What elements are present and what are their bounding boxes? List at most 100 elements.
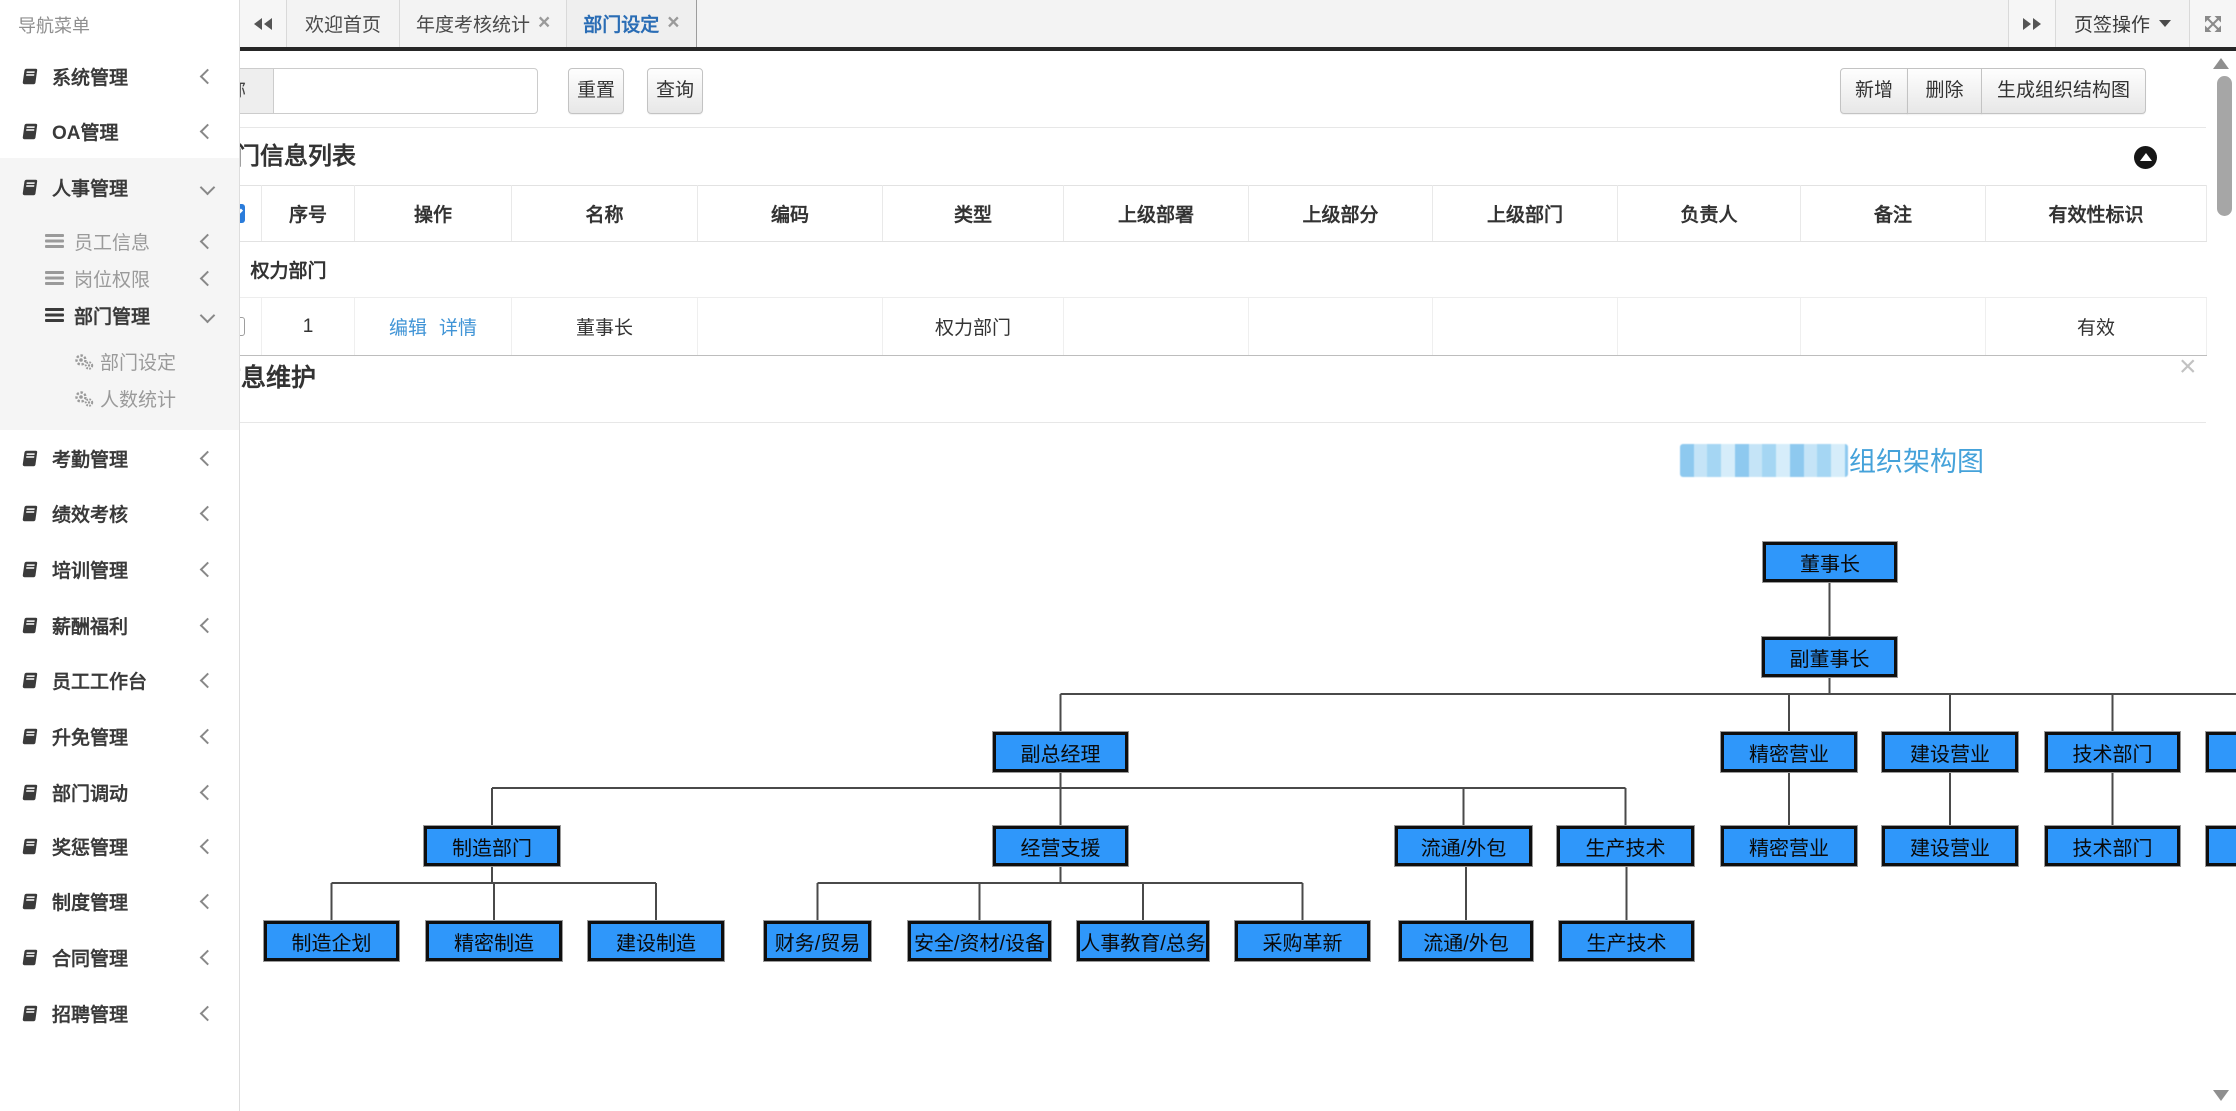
org-node: 精密营业	[1721, 732, 1857, 772]
arrow-up-icon	[2139, 152, 2152, 161]
book-icon	[20, 727, 40, 746]
sidebar-item-label: 升免管理	[52, 727, 129, 749]
tab-label: 欢迎首页	[304, 15, 381, 36]
scrollbar-down-arrow[interactable]	[2213, 1090, 2229, 1101]
tabs-scroll-left-button[interactable]	[240, 0, 287, 47]
org-node: 流通/外包	[1395, 826, 1532, 866]
sidebar-item-label: 系统管理	[52, 67, 129, 89]
tab-operations-dropdown[interactable]: 页签操作	[2054, 0, 2189, 47]
sidebar-item-4[interactable]: 岗位权限	[0, 258, 239, 298]
query-button[interactable]: 查询	[647, 68, 703, 114]
org-node: 精密营业	[1721, 826, 1857, 866]
gears-icon	[73, 389, 94, 407]
tab-close-icon[interactable]: ×	[667, 11, 680, 34]
book-icon	[20, 783, 40, 802]
org-node: 建设营业	[1882, 732, 2018, 772]
book-icon	[20, 560, 40, 579]
chevron-left-icon	[199, 672, 216, 688]
org-node: 制造企划	[264, 921, 399, 961]
org-node: 建设营业	[1882, 826, 2018, 866]
sidebar-item-8[interactable]: 考勤管理	[0, 438, 239, 478]
tab-operations-label: 页签操作	[2073, 15, 2150, 36]
list-icon	[45, 270, 64, 286]
sidebar-item-15[interactable]: 奖惩管理	[0, 826, 239, 866]
sidebar-item-16[interactable]: 制度管理	[0, 881, 239, 921]
chevron-left-icon	[199, 123, 216, 139]
sidebar-item-label: 制度管理	[52, 892, 129, 914]
sidebar-item-0[interactable]: 系统管理	[0, 56, 239, 96]
table-cell	[1800, 297, 1986, 356]
org-node: 副董事长	[1762, 637, 1897, 677]
org-node: 采购革新	[1235, 921, 1370, 961]
tab-close-icon[interactable]: ×	[538, 11, 551, 34]
tabs-scroll-right-button[interactable]	[2007, 0, 2055, 47]
chevron-left-icon	[199, 270, 216, 286]
double-right-arrow-icon	[2032, 17, 2041, 30]
table-cell	[1617, 297, 1801, 356]
sidebar-item-3[interactable]: 员工信息	[0, 221, 239, 261]
sidebar-item-9[interactable]: 绩效考核	[0, 493, 239, 533]
org-node: 财务/贸易	[764, 921, 871, 961]
sidebar-item-7[interactable]: 人数统计	[0, 378, 239, 418]
org-node: 安全/资材/设备	[908, 921, 1051, 961]
chevron-left-icon	[199, 505, 216, 521]
sidebar-item-12[interactable]: 员工工作台	[0, 660, 239, 700]
chevron-down-icon	[199, 307, 216, 323]
tab-label: 部门设定	[583, 15, 660, 36]
sidebar-item-label: 合同管理	[52, 948, 129, 970]
org-node: 精密制造	[426, 921, 562, 961]
search-input[interactable]	[273, 68, 538, 114]
sidebar-item-label: 招聘管理	[52, 1004, 129, 1026]
sidebar-item-label: 绩效考核	[52, 504, 129, 526]
table-cell: 董事长	[511, 297, 698, 356]
column-header: 上级部分	[1248, 185, 1433, 242]
chevron-left-icon	[199, 561, 216, 577]
chevron-left-icon	[199, 1005, 216, 1021]
sidebar-item-18[interactable]: 招聘管理	[0, 993, 239, 1033]
book-icon	[20, 449, 40, 468]
org-node: 制造部门	[424, 826, 560, 866]
edit-link[interactable]: 编辑	[388, 318, 427, 339]
sidebar-item-10[interactable]: 培训管理	[0, 549, 239, 589]
scrollbar-up-arrow[interactable]	[2213, 58, 2229, 69]
sidebar-item-5[interactable]: 部门管理	[0, 295, 239, 335]
sidebar-item-13[interactable]: 升免管理	[0, 716, 239, 756]
detail-link[interactable]: 详情	[439, 318, 478, 339]
add-button[interactable]: 新增	[1840, 68, 1908, 114]
close-icon[interactable]: ×	[2179, 350, 2197, 383]
sidebar-item-6[interactable]: 部门设定	[0, 341, 239, 381]
reset-button[interactable]: 重置	[568, 68, 624, 114]
sidebar-item-14[interactable]: 部门调动	[0, 772, 239, 812]
tab-2[interactable]: 部门设定 ×	[567, 0, 697, 47]
sidebar-item-label: 岗位权限	[74, 269, 151, 291]
cell-seq: 1	[261, 297, 355, 356]
sidebar-item-label: OA管理	[52, 122, 119, 144]
sidebar-item-17[interactable]: 合同管理	[0, 937, 239, 977]
sidebar-item-11[interactable]: 薪酬福利	[0, 605, 239, 645]
sidebar-item-1[interactable]: OA管理	[0, 111, 239, 151]
column-header: 有效性标识	[1985, 185, 2207, 242]
collapse-panel-button[interactable]	[2134, 146, 2157, 169]
column-header: 类型	[882, 185, 1064, 242]
delete-button[interactable]: 删除	[1907, 68, 1982, 114]
scrollbar-thumb[interactable]	[2217, 76, 2232, 216]
tab-1[interactable]: 年度考核统计×	[400, 0, 568, 47]
org-node: 流通/外包	[1399, 921, 1533, 961]
list-icon	[45, 307, 64, 323]
sidebar-item-label: 考勤管理	[52, 449, 129, 471]
org-node: 建设制造	[588, 921, 724, 961]
sidebar-item-2[interactable]: 人事管理	[0, 167, 239, 207]
double-left-arrow-icon	[264, 17, 272, 30]
generate-org-chart-button[interactable]: 生成组织结构图	[1981, 68, 2146, 114]
chevron-left-icon	[199, 450, 216, 466]
sidebar-item-label: 部门调动	[52, 783, 129, 805]
org-node: 生产技术	[1557, 826, 1694, 866]
tab-0[interactable]: 欢迎首页	[287, 0, 400, 47]
chevron-left-icon	[199, 68, 216, 84]
sidebar-item-label: 员工信息	[74, 232, 151, 254]
double-left-arrow-icon	[254, 17, 262, 30]
fullscreen-toggle-button[interactable]	[2189, 0, 2236, 47]
column-header: 编码	[697, 185, 883, 242]
